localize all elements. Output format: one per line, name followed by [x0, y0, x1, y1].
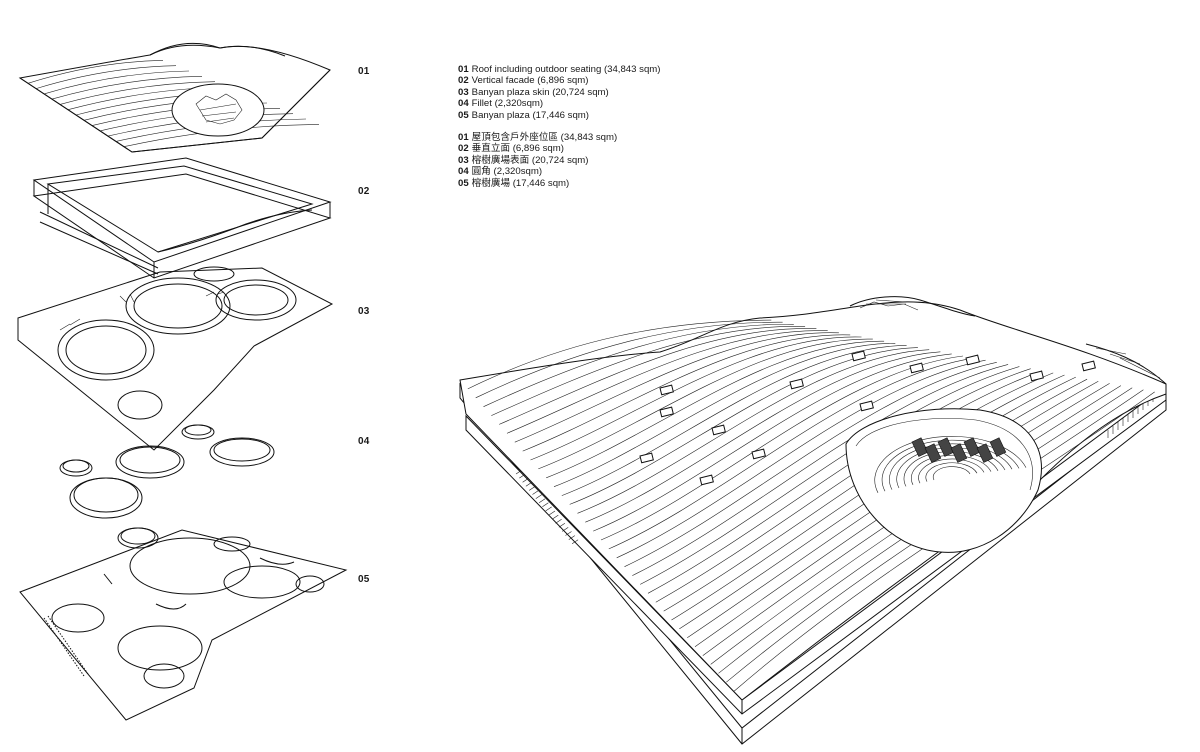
- layer-01-seating: [195, 93, 243, 125]
- layer-04-fillets-drawing: [59, 424, 275, 549]
- legend-num: 04: [458, 98, 469, 110]
- legend-text: Vertical facade (6,896 sqm): [471, 75, 589, 87]
- legend-text: 屋頂包含戶外座位區 (34,843 sqm): [471, 132, 618, 143]
- legend-num: 03: [458, 154, 469, 166]
- large-roof-axonometric: [459, 296, 1167, 745]
- legend-text: Banyan plaza (17,446 sqm): [471, 109, 589, 121]
- legend-num: 01: [458, 132, 469, 143]
- legend-num: 04: [458, 166, 469, 178]
- legend-num: 01: [458, 64, 469, 75]
- legend-text: 榕樹廣場 (17,446 sqm): [471, 177, 570, 189]
- legend-text: 榕樹廣場表面 (20,724 sqm): [471, 154, 589, 166]
- layer-02-facade-drawing: [32, 157, 332, 279]
- layer-number-01: 01: [358, 66, 370, 77]
- legend-text: Roof including outdoor seating (34,843 s…: [471, 64, 661, 75]
- legend-text: Fillet (2,320sqm): [471, 98, 544, 110]
- seating-bowl: [874, 436, 1027, 493]
- layer-number-04: 04: [358, 436, 370, 447]
- layer-01-roof-drawing: [18, 42, 331, 153]
- layer-number-05: 05: [358, 574, 370, 585]
- legend-num: 05: [458, 177, 469, 189]
- layer-number-02: 02: [358, 186, 370, 197]
- layer-number-03: 03: [358, 306, 370, 317]
- legend-text: Banyan plaza skin (20,724 sqm): [471, 86, 609, 98]
- layer-03-plaza-skin-drawing: [17, 266, 334, 451]
- legend-text: 垂直立面 (6,896 sqm): [471, 143, 564, 155]
- legend-num: 02: [458, 75, 469, 87]
- legend-num: 05: [458, 109, 469, 121]
- legend-num: 03: [458, 86, 469, 98]
- legend-num: 02: [458, 143, 469, 155]
- layer-05-plaza-drawing: [19, 529, 348, 721]
- legend-text: 圓角 (2,320sqm): [471, 166, 543, 178]
